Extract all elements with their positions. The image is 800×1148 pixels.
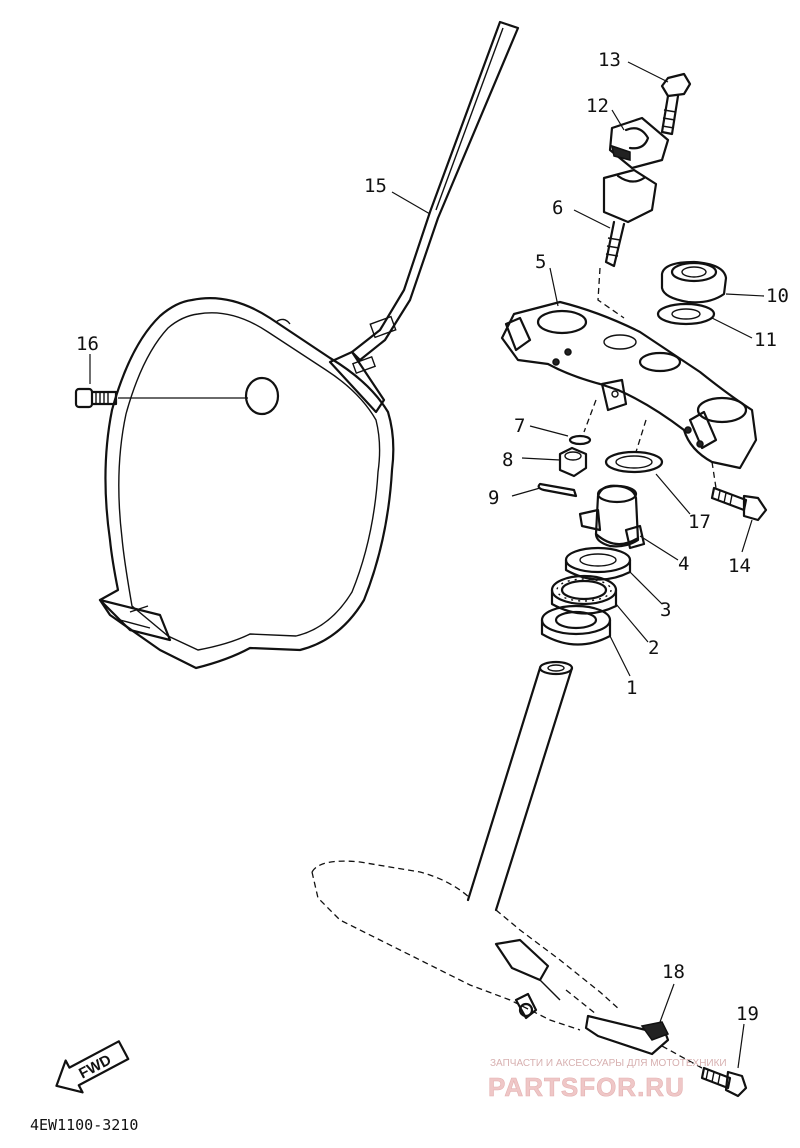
steering-stem-shaft [466, 660, 574, 912]
callout-8: 8 [502, 449, 513, 471]
washer-part-11 [656, 302, 716, 326]
drawing-code: 4EW1100-3210 [30, 1116, 138, 1134]
callout-9: 9 [488, 487, 499, 509]
cotter-pin-part-9 [511, 482, 578, 498]
callout-5: 5 [535, 251, 546, 273]
watermark-tagline: ЗАПЧАСТИ И АКСЕССУАРЫ ДЛЯ МОТОТЕХНИКИ [490, 1058, 727, 1069]
callout-11: 11 [754, 329, 777, 351]
callout-3: 3 [660, 599, 671, 621]
callout-13: 13 [598, 49, 621, 71]
callout-12: 12 [586, 95, 609, 117]
upper-bracket-part-5 [500, 300, 758, 470]
callout-14: 14 [728, 555, 751, 577]
forward-direction-arrow: FWD [55, 1040, 130, 1094]
bolt-part-19 [661, 1045, 748, 1098]
handlebar-holder-part-6 [597, 168, 658, 319]
callout-1: 1 [626, 677, 637, 699]
callout-2: 2 [648, 637, 659, 659]
under-bracket-phantom [311, 860, 621, 1031]
callout-6: 6 [552, 197, 563, 219]
callout-19: 19 [736, 1003, 759, 1025]
screw-part-16 [74, 387, 248, 409]
callout-leaders [89, 61, 765, 1069]
watermark: ЗАПЧАСТИ И АКСЕССУАРЫ ДЛЯ МОТОТЕХНИКИ PA… [488, 1058, 727, 1102]
steering-stem-nut-part-10 [660, 260, 728, 304]
bolt-part-14 [710, 461, 768, 522]
bolt-part-13 [660, 72, 692, 136]
callout-labels: 1 2 3 4 5 6 7 8 9 10 11 12 13 14 15 16 1… [76, 49, 789, 1025]
dust-seal-part-3 [564, 546, 632, 581]
callout-16: 16 [76, 333, 99, 355]
lock-washer-part-7 [529, 399, 597, 446]
callout-17: 17 [688, 511, 711, 533]
callout-10: 10 [766, 285, 789, 307]
callout-15: 15 [364, 175, 387, 197]
fwd-label: FWD [76, 1051, 114, 1082]
callout-4: 4 [678, 553, 689, 575]
nut-part-8 [558, 446, 588, 478]
bearing-race-part-1 [540, 604, 612, 646]
cable-guide-part-18 [565, 989, 670, 1056]
callout-18: 18 [662, 961, 685, 983]
handlebar-clamp-cap-part-12 [608, 116, 670, 170]
number-plate-part [98, 20, 520, 670]
ring-nut-part-4 [578, 484, 646, 550]
watermark-brand: PARTSFOR.RU [488, 1072, 685, 1102]
callout-7: 7 [514, 415, 525, 437]
washer-part-17 [604, 419, 664, 474]
